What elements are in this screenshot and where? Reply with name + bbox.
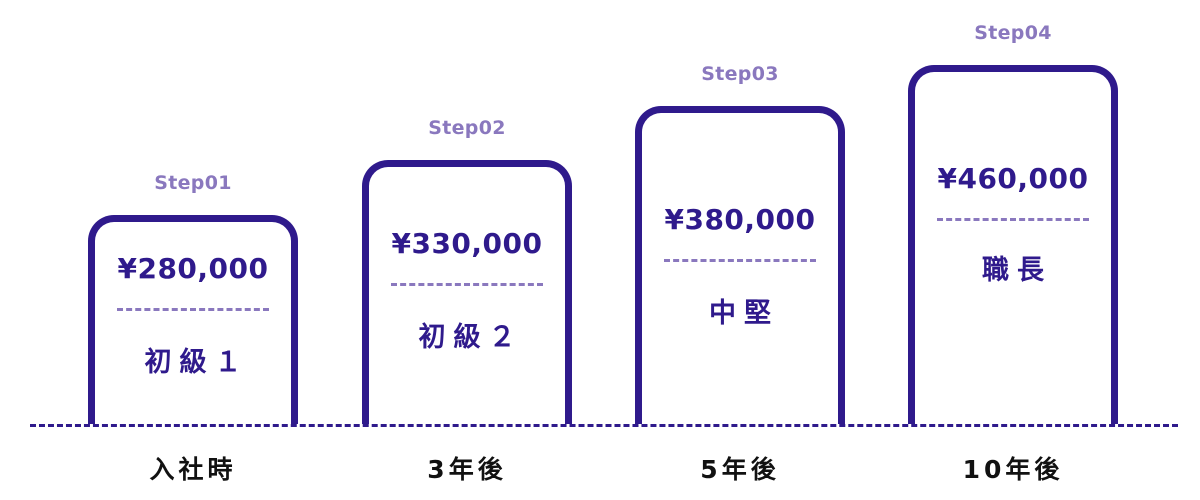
- step-column-2: Step02 ¥330,000 初級２: [362, 0, 572, 424]
- role-title: 初級２: [418, 322, 524, 353]
- dashed-divider: [117, 308, 269, 311]
- dashed-baseline: [30, 424, 1178, 427]
- step-label: Step03: [701, 63, 779, 85]
- step-label: Step04: [974, 22, 1052, 44]
- timing-label: 10年後: [962, 455, 1064, 484]
- dashed-divider: [664, 259, 816, 262]
- salary-value: ¥280,000: [117, 252, 269, 285]
- step-column-3: Step03 ¥380,000 中堅: [635, 0, 845, 424]
- salary-value: ¥460,000: [937, 162, 1089, 195]
- timing-label: 5年後: [700, 455, 780, 484]
- step-card: ¥330,000 初級２: [362, 160, 572, 424]
- dashed-divider: [391, 283, 543, 286]
- timing-label: 3年後: [427, 455, 507, 484]
- salary-value: ¥380,000: [664, 203, 816, 236]
- salary-value: ¥330,000: [391, 227, 543, 260]
- role-title: 中堅: [709, 298, 779, 329]
- step-card: ¥280,000 初級１: [88, 215, 298, 424]
- role-title: 初級１: [144, 347, 250, 378]
- step-column-4: Step04 ¥460,000 職長: [908, 0, 1118, 424]
- dashed-divider: [937, 218, 1089, 221]
- timing-label: 入社時: [149, 455, 237, 484]
- role-title: 職長: [982, 255, 1052, 286]
- step-label: Step01: [154, 172, 232, 194]
- step-card: ¥460,000 職長: [908, 65, 1118, 424]
- step-column-1: Step01 ¥280,000 初級１: [88, 0, 298, 424]
- step-card: ¥380,000 中堅: [635, 106, 845, 424]
- step-label: Step02: [428, 117, 506, 139]
